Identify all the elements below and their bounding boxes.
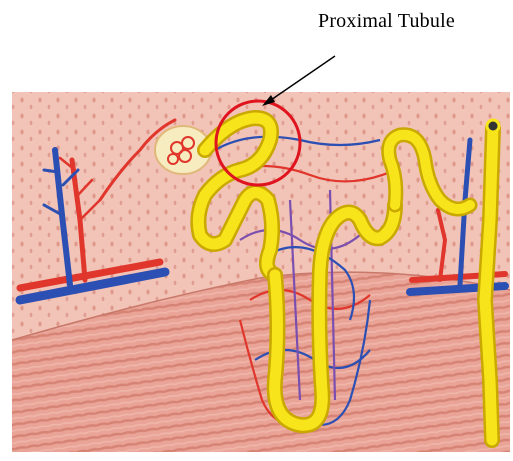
proximal-tubule-label: Proximal Tubule [318,10,455,33]
collecting-duct-opening [487,120,499,132]
